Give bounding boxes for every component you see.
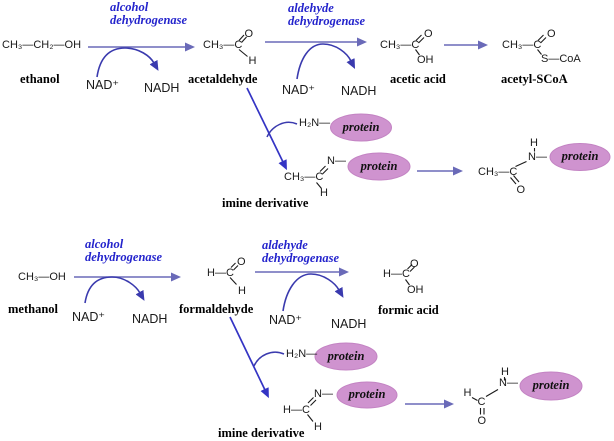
cofactor-arrow xyxy=(296,43,356,80)
enzyme-line: dehydrogenase xyxy=(262,250,340,265)
oxygen-atom: O xyxy=(424,27,433,40)
amine-merge-arc xyxy=(253,351,285,367)
hydroxyl-group: OH xyxy=(407,283,424,296)
enzyme-line: alcohol xyxy=(85,237,124,251)
formaldehyde-label: formaldehyde xyxy=(179,301,254,316)
nitrogen-atom: N— xyxy=(314,387,333,400)
branch-arrow xyxy=(229,316,269,399)
nadh-label: NADH xyxy=(331,316,367,331)
alcohol-dehydrogenase-label: alcohol dehydrogenase xyxy=(85,238,162,264)
enzyme-line: aldehyde xyxy=(288,0,334,15)
nitrogen-atom: N— xyxy=(528,150,547,163)
alcohol-dehydrogenase-label: alcohol dehydrogenase xyxy=(110,1,187,27)
oxygen-atom: O xyxy=(410,257,419,270)
protein-label: protein xyxy=(342,119,380,134)
protein-ellipse xyxy=(336,381,398,409)
hydrogen-atom: H xyxy=(463,386,472,399)
nitrogen-atom: N— xyxy=(499,377,518,389)
ethanol-formula: CH₃—CH₂—OH xyxy=(2,38,82,51)
nadh-label: NADH xyxy=(144,80,180,95)
nadh-label: NADH xyxy=(341,84,377,98)
imine-derivative-label: imine derivative xyxy=(222,195,309,210)
enzyme-line: dehydrogenase xyxy=(110,13,188,27)
oxygen-atom: O xyxy=(237,256,246,268)
amine-group: H₂N— xyxy=(299,116,331,129)
methanol-label: methanol xyxy=(8,301,58,316)
amine-group: H₂N— xyxy=(286,348,318,360)
hydrogen-atom: H xyxy=(248,55,257,67)
aldehyde-dehydrogenase-label: aldehyde dehydrogenase xyxy=(262,237,340,265)
cofactor-arrows xyxy=(84,43,356,367)
ethanol-label: ethanol xyxy=(20,71,60,86)
nad-plus-label: NAD⁺ xyxy=(72,309,105,324)
enzyme-line: alcohol xyxy=(110,0,149,14)
hydrogen-atom: H xyxy=(530,136,538,149)
carbon-atom: C xyxy=(477,396,486,408)
acetaldehyde-backbone: CH₃—C xyxy=(203,38,243,51)
oxygen-atom: O xyxy=(477,414,487,427)
acetyl-scoa-label: acetyl-SCoA xyxy=(501,71,568,86)
acetyl-scoa-backbone: CH₃—C xyxy=(502,38,542,51)
protein-ellipse xyxy=(519,371,583,401)
enzyme-line: aldehyde xyxy=(262,237,308,252)
methanol-formula: CH₃—OH xyxy=(18,270,66,283)
oxygen-atom: O xyxy=(516,183,526,196)
acetic-acid-label: acetic acid xyxy=(390,71,446,86)
amine-merge-arc xyxy=(266,121,298,138)
protein-label: protein xyxy=(561,149,599,163)
protein-label: protein xyxy=(327,348,365,363)
protein-label: protein xyxy=(532,378,570,392)
formic-acid-backbone: H—C xyxy=(383,268,410,280)
nad-plus-label: NAD⁺ xyxy=(86,77,119,92)
cofactor-arrow xyxy=(282,273,344,312)
nitrogen-atom: N— xyxy=(327,155,346,167)
protein-ellipse xyxy=(347,152,411,181)
hydrogen-atom: H xyxy=(238,284,246,297)
imine-derivative-label: imine derivative xyxy=(218,425,305,440)
formaldehyde-backbone: H—C xyxy=(207,266,234,279)
hydroxyl-group: OH xyxy=(417,54,434,66)
imine-backbone: H—C xyxy=(283,403,310,416)
nad-plus-label: NAD⁺ xyxy=(269,313,302,327)
branch-arrow xyxy=(246,87,287,171)
chemical-bonds xyxy=(229,34,547,422)
protein-ellipse xyxy=(330,113,392,142)
nad-plus-label: NAD⁺ xyxy=(282,83,315,97)
hydrogen-atom: H xyxy=(314,420,322,433)
reaction-arrows xyxy=(74,37,488,409)
protein-ellipses xyxy=(314,113,611,409)
hydrogen-atom: H xyxy=(320,186,328,199)
oxygen-atom: O xyxy=(547,27,556,40)
cofactor-arrow xyxy=(84,276,145,304)
protein-label: protein xyxy=(348,387,386,401)
protein-label: protein xyxy=(360,158,398,173)
oxygen-atom: O xyxy=(244,27,254,40)
s-coa-group: S—CoA xyxy=(541,53,581,65)
enzyme-line: dehydrogenase xyxy=(85,250,163,264)
hydrogen-atom: H xyxy=(501,366,509,378)
imine-backbone: CH₃—C xyxy=(284,170,324,183)
acetaldehyde-label: acetaldehyde xyxy=(188,71,258,86)
amide-backbone: CH₃—C xyxy=(478,165,518,178)
branch-arrows xyxy=(229,87,287,399)
nadh-label: NADH xyxy=(132,312,168,326)
enzyme-line: dehydrogenase xyxy=(288,13,366,28)
formic-acid-label: formic acid xyxy=(378,302,439,317)
cofactor-arrow xyxy=(96,47,159,78)
acetic-acid-backbone: CH₃—C xyxy=(380,38,420,51)
protein-ellipse xyxy=(314,342,378,371)
protein-ellipse xyxy=(549,143,611,171)
aldehyde-dehydrogenase-label: aldehyde dehydrogenase xyxy=(288,0,366,28)
